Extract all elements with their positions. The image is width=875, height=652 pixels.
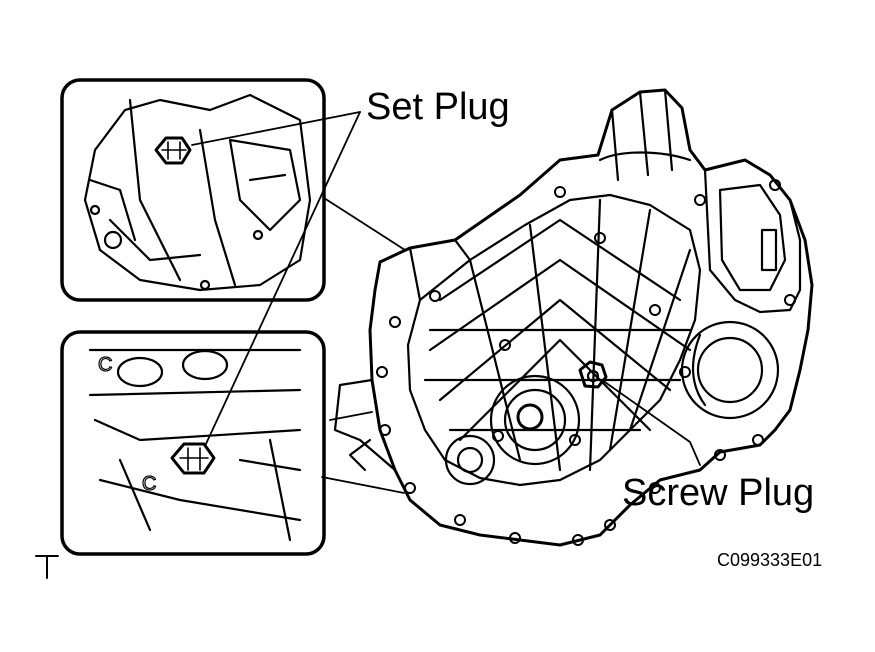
svg-text:C: C — [98, 354, 112, 376]
figure-code-label: C099333E01 — [717, 550, 823, 570]
screw-plug-label: Screw Plug — [622, 472, 815, 514]
svg-text:C: C — [142, 473, 156, 495]
upper-detail-inset — [60, 78, 326, 302]
transaxle-housing — [333, 88, 814, 547]
corner-mark-label: T — [34, 554, 50, 585]
lower-detail-inset: C C — [60, 330, 326, 556]
leader-lines — [191, 111, 701, 494]
screw-plug-on-housing — [578, 360, 608, 389]
corner-t-mark — [35, 555, 59, 579]
set-plug-label: Set Plug — [366, 86, 510, 128]
